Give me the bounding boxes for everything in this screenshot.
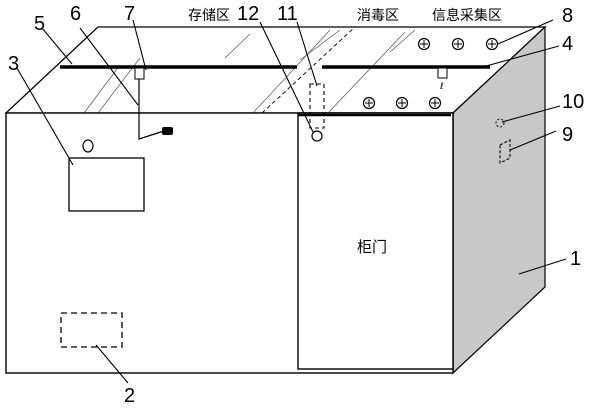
side-slot [499,139,511,164]
panel-indicator [82,139,94,153]
display-panel [68,157,145,212]
bolt [451,37,465,51]
leader-6 [79,27,139,106]
callout-5: 5 [34,13,45,35]
bolt-row-lower [362,96,442,110]
callout-9: 9 [562,124,573,146]
leader-2 [95,344,129,384]
leader-7 [132,19,147,71]
leader-5 [41,27,73,65]
dashed-component [309,83,325,129]
leader-lines [16,19,567,384]
door-knob [311,130,323,142]
leader-9 [509,130,557,151]
side-sensor [495,118,505,128]
bolt [362,96,376,110]
callout-12: 12 [237,3,259,25]
top-divider-dashed [261,26,356,114]
leader-11 [296,21,318,87]
leader-12 [259,21,314,133]
top-hatching [83,29,416,114]
bolt [395,96,409,110]
callout-1: 1 [570,248,581,270]
door-label: 柜门 [357,238,387,256]
hanging-mount [134,67,145,80]
cabinet-door [297,112,454,370]
right-rail-hook: ℓ [439,82,444,92]
cabinet-top-face [4,26,547,114]
callout-11: 11 [277,3,298,25]
leader-1 [518,258,567,275]
callout-10: 10 [562,91,584,113]
zone-label-info: 信息采集区 [432,7,502,24]
bolt [485,37,499,51]
leader-4 [485,45,560,67]
leader-3 [16,67,74,166]
bolt-row-upper [417,37,499,51]
callout-6: 6 [70,3,81,25]
zone-label-disinfection: 消毒区 [357,8,399,24]
right-rail-mount [437,67,448,79]
leader-10 [501,105,561,123]
leader-8 [497,19,554,45]
callout-7: 7 [124,3,135,25]
callout-2: 2 [124,385,135,407]
callout-4: 4 [562,33,573,55]
bolt [417,37,431,51]
bolt [428,96,442,110]
dashed-compartment [60,312,123,348]
hanging-sensor [162,127,173,135]
hanging-arm [138,79,165,140]
zone-label-storage: 存储区 [188,8,230,24]
callout-3: 3 [8,53,19,75]
callout-8: 8 [562,5,573,27]
